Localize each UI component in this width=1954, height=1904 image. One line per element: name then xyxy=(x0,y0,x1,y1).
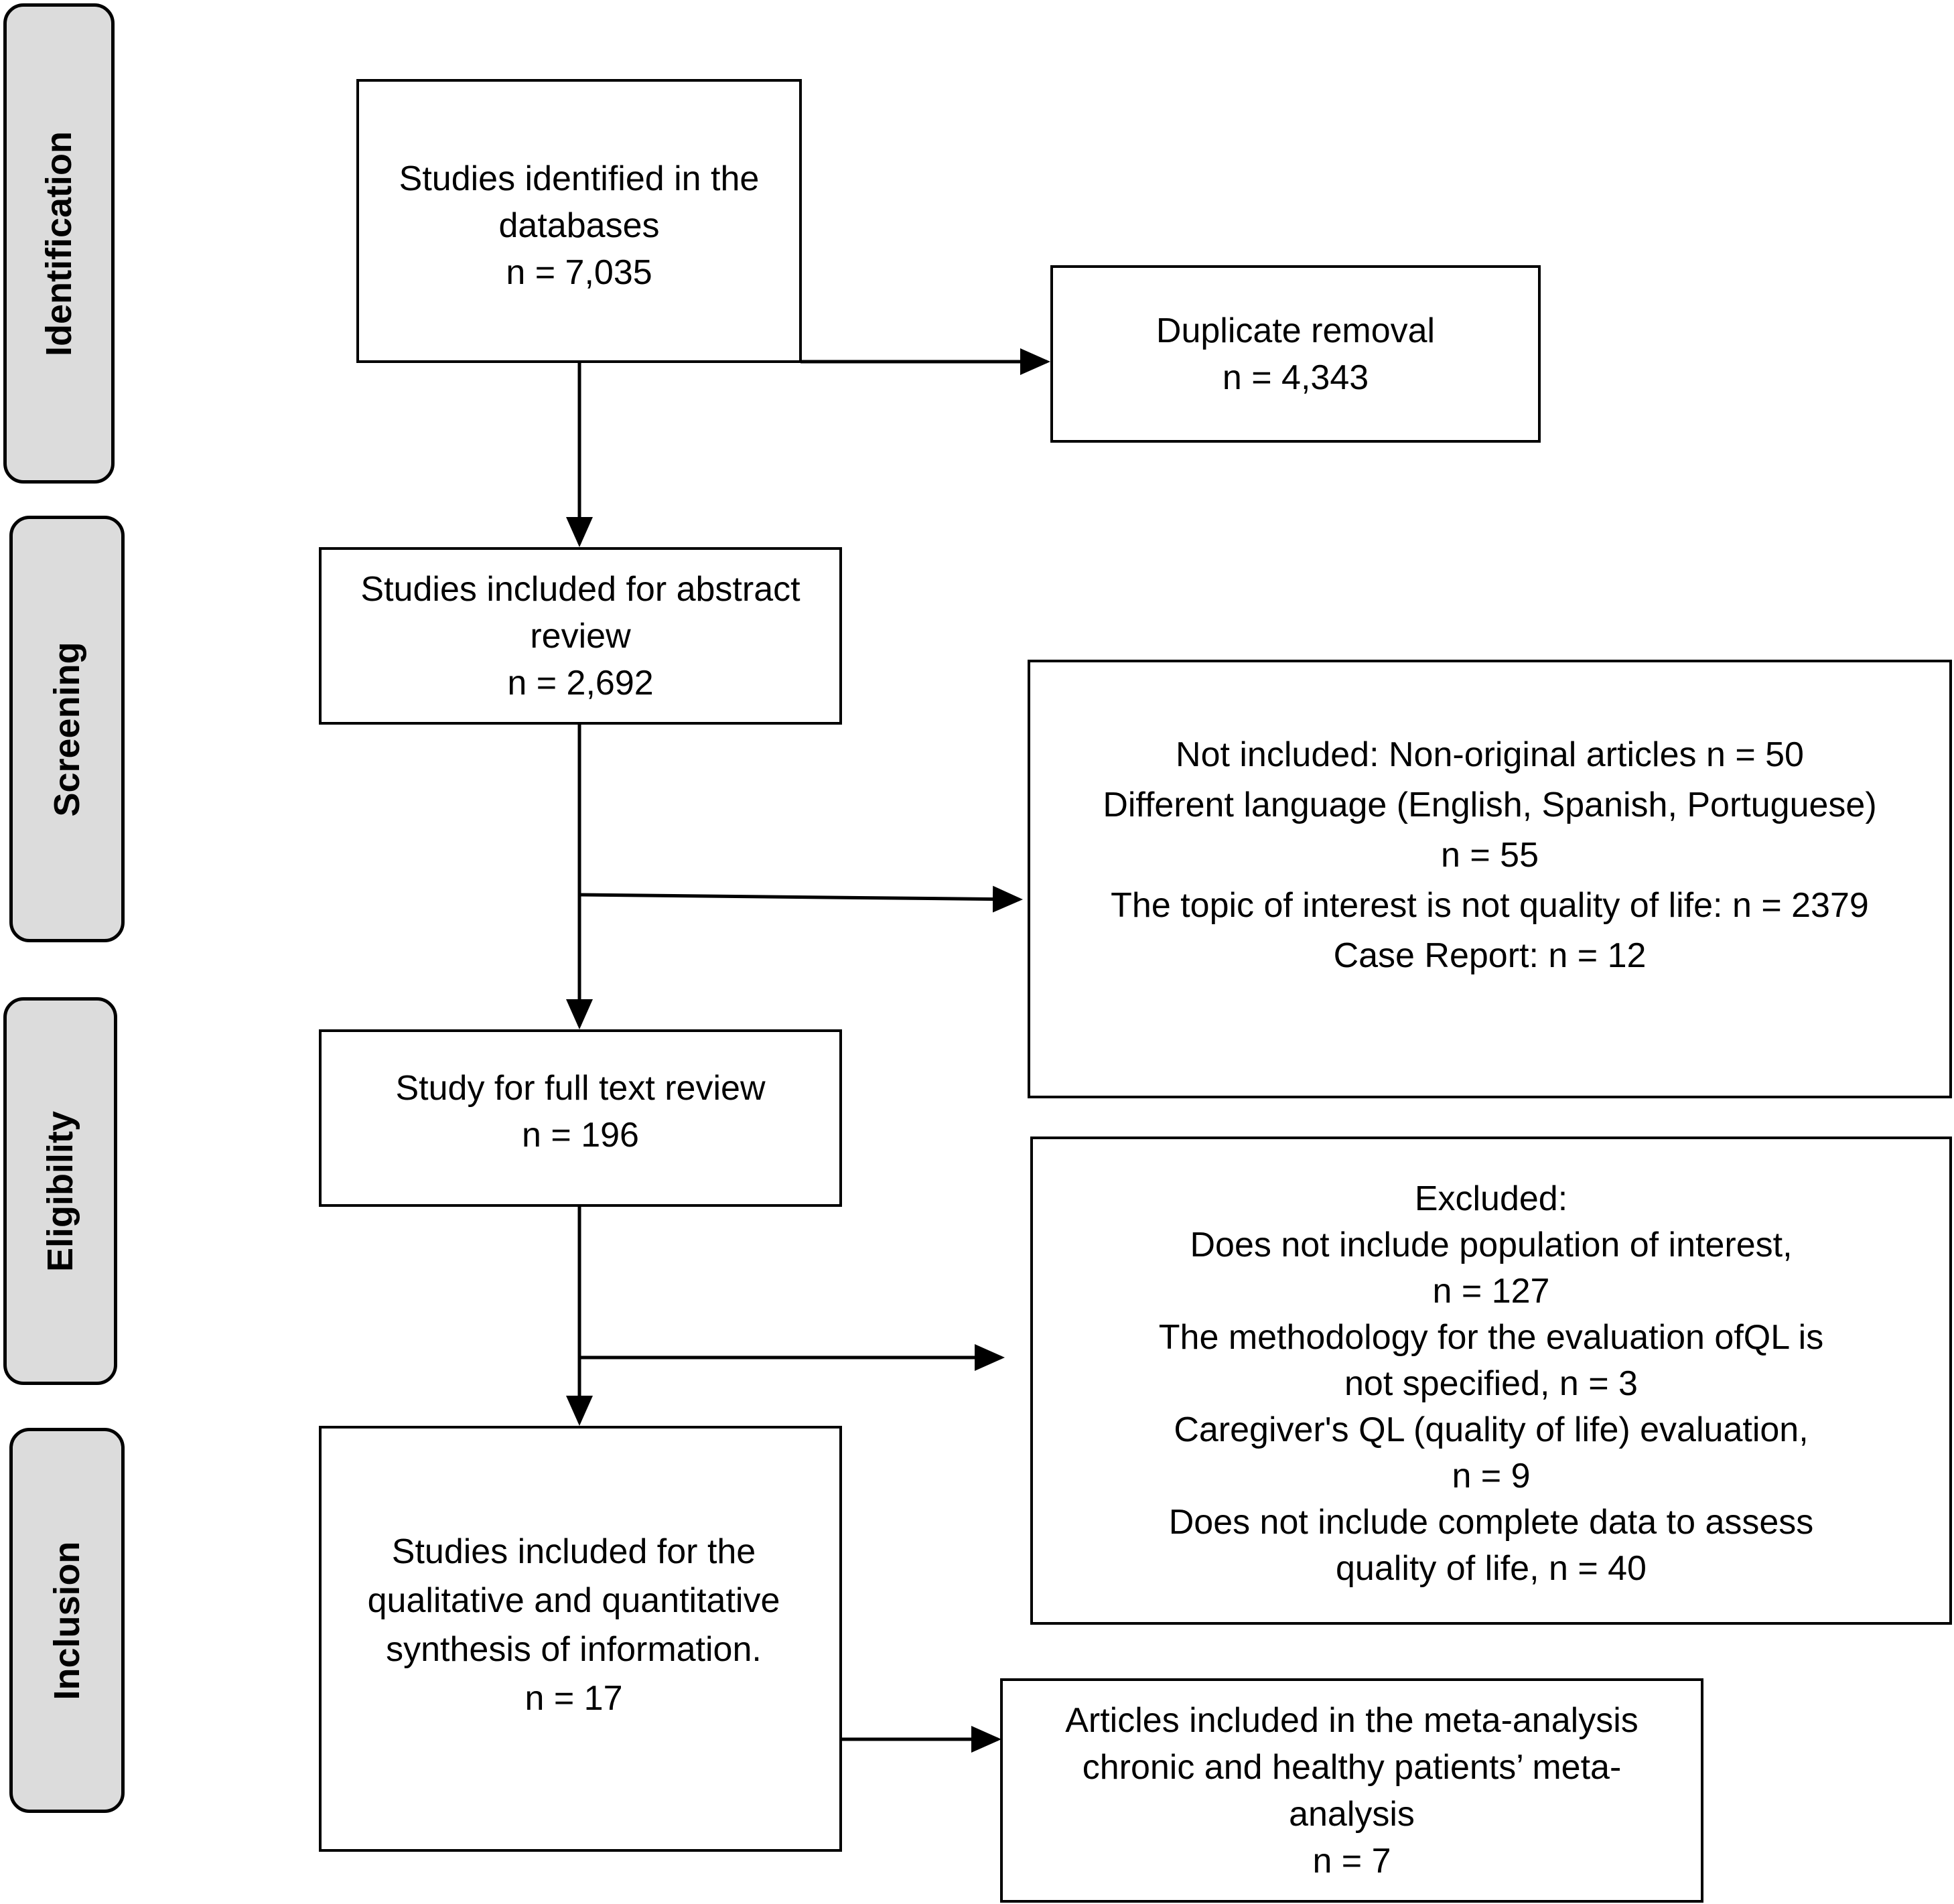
meta-analysis-text-1: Articles included in the meta-analysis xyxy=(1065,1700,1638,1740)
full-text-review-count: n = 196 xyxy=(522,1115,639,1155)
identified-studies-box: Studies identified in the databases n = … xyxy=(356,79,802,363)
not-included-text-5: Case Report: n = 12 xyxy=(1333,936,1647,975)
excluded-text-1: Excluded: xyxy=(1414,1179,1568,1218)
duplicate-removal-count: n = 4,343 xyxy=(1222,358,1369,397)
meta-analysis-count: n = 7 xyxy=(1312,1841,1391,1881)
full-text-review-text: Study for full text review xyxy=(395,1068,766,1108)
excluded-text-4: The methodology for the evaluation ofQL … xyxy=(1158,1318,1824,1357)
excluded-text-6: Caregiver's QL (quality of life) evaluat… xyxy=(1174,1410,1809,1449)
meta-analysis-text-3: analysis xyxy=(1289,1794,1415,1834)
excluded-text-9: quality of life, n = 40 xyxy=(1336,1549,1647,1588)
stage-inclusion-tab: Inclusion xyxy=(9,1428,125,1813)
not-included-text-3: n = 55 xyxy=(1440,836,1539,875)
stage-identification-label: Identification xyxy=(39,131,79,356)
stage-inclusion-label: Inclusion xyxy=(47,1540,87,1700)
stage-identification-tab: Identification xyxy=(3,3,115,484)
not-included-box: Not included: Non-original articles n = … xyxy=(1028,660,1952,1098)
meta-analysis-text-2: chronic and healthy patients’ meta- xyxy=(1082,1747,1622,1787)
synthesis-text-3: synthesis of information. xyxy=(386,1630,762,1669)
stage-eligibility-tab: Eligibility xyxy=(3,997,117,1385)
duplicate-removal-text: Duplicate removal xyxy=(1156,311,1436,350)
arrow-abstract-to-not-included xyxy=(579,885,1023,913)
excluded-text-2: Does not include population of interest, xyxy=(1190,1226,1793,1264)
synthesis-count: n = 17 xyxy=(525,1679,623,1718)
meta-analysis-box: Articles included in the meta-analysis c… xyxy=(1000,1678,1703,1903)
excluded-text-5: not specified, n = 3 xyxy=(1344,1364,1638,1403)
synthesis-box: Studies included for the qualitative and… xyxy=(319,1426,842,1852)
synthesis-text-1: Studies included for the xyxy=(391,1532,756,1571)
excluded-box: Excluded: Does not include population of… xyxy=(1030,1137,1952,1625)
identified-studies-text-2: databases xyxy=(498,206,660,245)
stage-eligibility-label: Eligibility xyxy=(40,1110,80,1272)
abstract-review-text-2: review xyxy=(530,616,631,656)
not-included-text-1: Not included: Non-original articles n = … xyxy=(1176,735,1804,774)
excluded-text-7: n = 9 xyxy=(1452,1457,1531,1495)
not-included-text-2: Different language (English, Spanish, Po… xyxy=(1103,786,1877,824)
identified-studies-count: n = 7,035 xyxy=(506,253,652,292)
excluded-text-3: n = 127 xyxy=(1432,1272,1550,1311)
duplicate-removal-box: Duplicate removal n = 4,343 xyxy=(1050,265,1541,443)
abstract-review-text-1: Studies included for abstract xyxy=(360,569,800,609)
abstract-review-count: n = 2,692 xyxy=(507,663,654,703)
excluded-text-8: Does not include complete data to assess xyxy=(1168,1503,1814,1542)
not-included-text-4: The topic of interest is not quality of … xyxy=(1111,886,1869,925)
stage-screening-label: Screening xyxy=(47,641,87,817)
synthesis-text-2: qualitative and quantitative xyxy=(367,1581,780,1620)
stage-screening-tab: Screening xyxy=(9,516,125,942)
identified-studies-text-1: Studies identified in the xyxy=(399,159,760,198)
abstract-review-box: Studies included for abstract review n =… xyxy=(319,547,842,725)
full-text-review-box: Study for full text review n = 196 xyxy=(319,1029,842,1207)
